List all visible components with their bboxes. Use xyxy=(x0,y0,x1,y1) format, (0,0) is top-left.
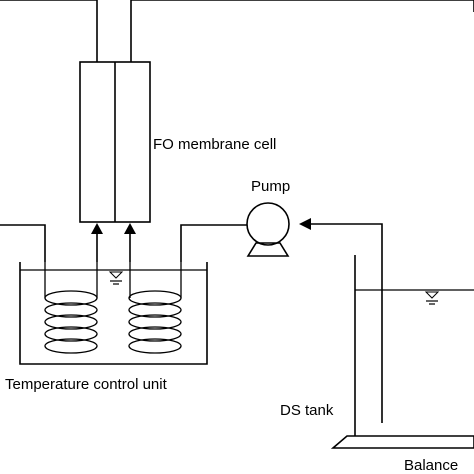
ds-tank-label: DS tank xyxy=(280,402,334,419)
membrane-cell xyxy=(79,61,151,223)
pump-label: Pump xyxy=(251,178,290,195)
arrow-up-icon xyxy=(91,223,103,234)
balance-label: Balance xyxy=(404,457,458,474)
coil-right xyxy=(128,262,182,354)
left-return-line xyxy=(0,224,46,262)
coil-left xyxy=(44,262,98,354)
ds-tank xyxy=(354,255,474,436)
arrow-left-icon xyxy=(299,218,311,230)
membrane-cell-label: FO membrane cell xyxy=(153,136,276,153)
water-level-icon xyxy=(424,291,440,299)
pump xyxy=(246,202,290,257)
top-piping xyxy=(0,0,474,62)
bath-to-pump-line xyxy=(180,224,247,262)
water-level-icon xyxy=(108,271,124,279)
temperature-unit-label: Temperature control unit xyxy=(5,376,168,393)
arrow-up-icon xyxy=(124,223,136,234)
tank-to-pump-line xyxy=(299,218,383,423)
balance xyxy=(330,435,474,449)
membrane-inlet-lines xyxy=(91,223,136,262)
temperature-bath xyxy=(19,262,208,365)
